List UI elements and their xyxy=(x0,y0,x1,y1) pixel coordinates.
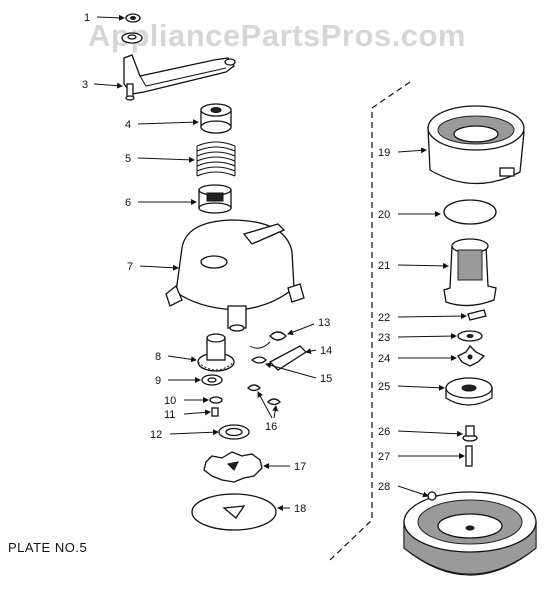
callout-leaders xyxy=(93,14,467,511)
part-26-screw[interactable] xyxy=(462,425,478,442)
part-13-clip[interactable] xyxy=(249,331,287,349)
callout-20: 20 xyxy=(378,209,390,221)
callout-25: 25 xyxy=(378,381,390,393)
callout-24: 24 xyxy=(378,353,390,365)
part-8-gear[interactable] xyxy=(197,333,235,372)
part-23-washer[interactable] xyxy=(457,330,483,342)
callout-21: 21 xyxy=(378,260,390,272)
callout-11: 11 xyxy=(164,409,175,421)
part-20-o-ring[interactable] xyxy=(443,199,497,225)
callout-13: 13 xyxy=(318,317,330,329)
part-16-clip-a[interactable] xyxy=(247,384,261,392)
part-12-ring[interactable] xyxy=(218,424,250,440)
callout-26: 26 xyxy=(378,426,390,438)
assembly-dashed-line xyxy=(329,81,411,561)
part-6-bushing[interactable] xyxy=(198,184,232,214)
part-28-impeller-ring[interactable] xyxy=(403,491,537,576)
callout-12: 12 xyxy=(150,429,162,441)
part-2-spacer[interactable] xyxy=(121,32,143,44)
callout-16: 16 xyxy=(265,421,277,433)
callout-9: 9 xyxy=(155,375,161,387)
callout-22: 22 xyxy=(378,312,390,324)
part-27-pin[interactable] xyxy=(465,445,473,467)
part-10-washer[interactable] xyxy=(209,396,223,404)
part-7-housing[interactable] xyxy=(165,219,305,332)
part-9-washer[interactable] xyxy=(201,374,223,386)
part-3-arm[interactable] xyxy=(123,54,236,101)
part-22-key[interactable] xyxy=(467,309,487,321)
callout-18: 18 xyxy=(294,503,306,515)
part-5-spring[interactable] xyxy=(196,141,236,177)
callout-3: 3 xyxy=(82,79,88,91)
callout-23: 23 xyxy=(378,332,390,344)
callout-14: 14 xyxy=(320,345,332,357)
part-15-clip[interactable] xyxy=(250,356,267,364)
callout-19: 19 xyxy=(378,147,390,159)
callout-1: 1 xyxy=(84,12,90,24)
callout-17: 17 xyxy=(294,461,306,473)
part-11-screw[interactable] xyxy=(211,407,219,417)
callout-8: 8 xyxy=(155,351,161,363)
part-24-star-washer[interactable] xyxy=(457,344,486,367)
callout-5: 5 xyxy=(125,153,131,165)
part-18-disc[interactable] xyxy=(191,493,277,531)
callout-27: 27 xyxy=(378,451,390,463)
watermark: AppliancePartsPros.com xyxy=(88,18,466,53)
plate-label: PLATE NO.5 xyxy=(8,540,88,555)
callout-15: 15 xyxy=(320,373,332,385)
callout-10: 10 xyxy=(164,395,176,407)
part-21-motor[interactable] xyxy=(443,238,497,307)
callout-7: 7 xyxy=(127,261,133,273)
part-17-toothed-plate[interactable] xyxy=(203,451,263,483)
callout-6: 6 xyxy=(125,197,131,209)
part-19-ring-housing[interactable] xyxy=(427,105,525,185)
part-1-nut[interactable] xyxy=(125,13,141,23)
callout-28: 28 xyxy=(378,481,390,493)
part-4-nut[interactable] xyxy=(200,103,232,134)
callout-4: 4 xyxy=(125,119,131,131)
part-16-clip-b[interactable] xyxy=(267,398,281,406)
part-25-hub[interactable] xyxy=(445,377,493,406)
